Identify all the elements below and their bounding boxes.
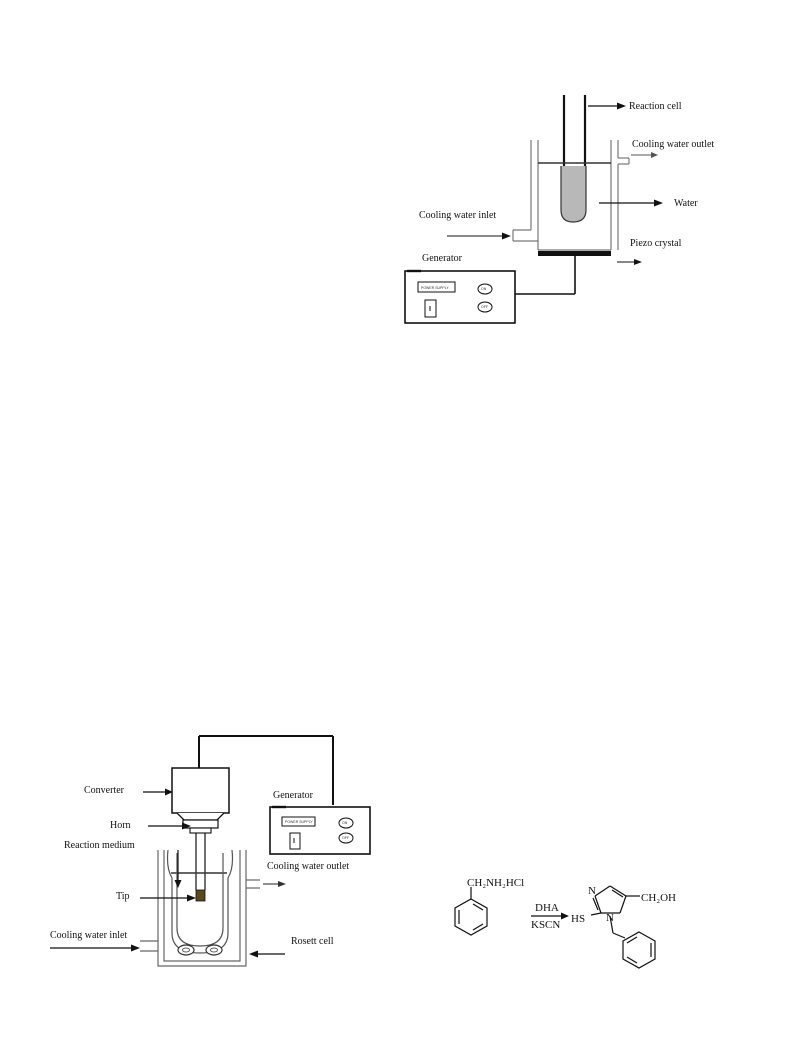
product-benzyl-ring bbox=[612, 931, 656, 969]
svg-text:OFF: OFF bbox=[342, 836, 349, 840]
svg-text:ON: ON bbox=[481, 287, 487, 291]
product-n-top: N bbox=[588, 885, 596, 897]
sonicator-drawing: POWER SUPPLY ON OFF bbox=[50, 735, 371, 967]
label-piezo-crystal: Piezo crystal bbox=[630, 238, 682, 249]
label-cooling-water-outlet-2: Cooling water outlet bbox=[267, 861, 350, 872]
label-generator: Generator bbox=[422, 253, 462, 264]
product-n-ring: N bbox=[606, 912, 614, 924]
label-tip: Tip bbox=[116, 891, 130, 902]
label-cooling-water-inlet: Cooling water inlet bbox=[419, 210, 497, 221]
label-horn: Horn bbox=[110, 820, 131, 831]
figure-probe-sonicator: POWER SUPPLY ON OFF Converter Horn React… bbox=[40, 728, 385, 976]
figure-ultrasonic-bath: POWER SUPPLY ON OFF Reaction cell Coolin… bbox=[395, 90, 735, 330]
reaction-scheme: CH₂NH₂HCl DHA KSCN N N HS CH₂OH bbox=[445, 865, 705, 975]
label-cooling-water-outlet: Cooling water outlet bbox=[632, 139, 715, 150]
reagent-bottom: KSCN bbox=[531, 919, 560, 931]
label-converter: Converter bbox=[84, 785, 124, 796]
product-substituent: CH₂OH bbox=[641, 892, 676, 904]
svg-text:ON: ON bbox=[342, 821, 348, 825]
label-water: Water bbox=[674, 198, 698, 209]
scheme-drawing: CH₂NH₂HCl DHA KSCN N N HS CH₂OH bbox=[454, 877, 676, 969]
product-thiol: HS bbox=[571, 913, 585, 925]
svg-text:OFF: OFF bbox=[481, 305, 488, 309]
product-imidazole-ring bbox=[590, 885, 640, 934]
reactant-benzene-ring bbox=[454, 887, 488, 936]
reagent-top: DHA bbox=[535, 902, 559, 914]
label-generator-2: Generator bbox=[273, 790, 313, 801]
label-cooling-water-inlet-2: Cooling water inlet bbox=[50, 930, 128, 941]
bath-drawing: POWER SUPPLY ON OFF bbox=[404, 95, 663, 324]
label-reaction-medium: Reaction medium bbox=[64, 840, 135, 851]
reactant-formula: CH₂NH₂HCl bbox=[467, 877, 524, 889]
label-reaction-cell: Reaction cell bbox=[629, 101, 682, 112]
svg-text:POWER SUPPLY: POWER SUPPLY bbox=[285, 820, 313, 824]
svg-text:POWER SUPPLY: POWER SUPPLY bbox=[421, 286, 449, 290]
label-rosett-cell: Rosett cell bbox=[291, 936, 334, 947]
